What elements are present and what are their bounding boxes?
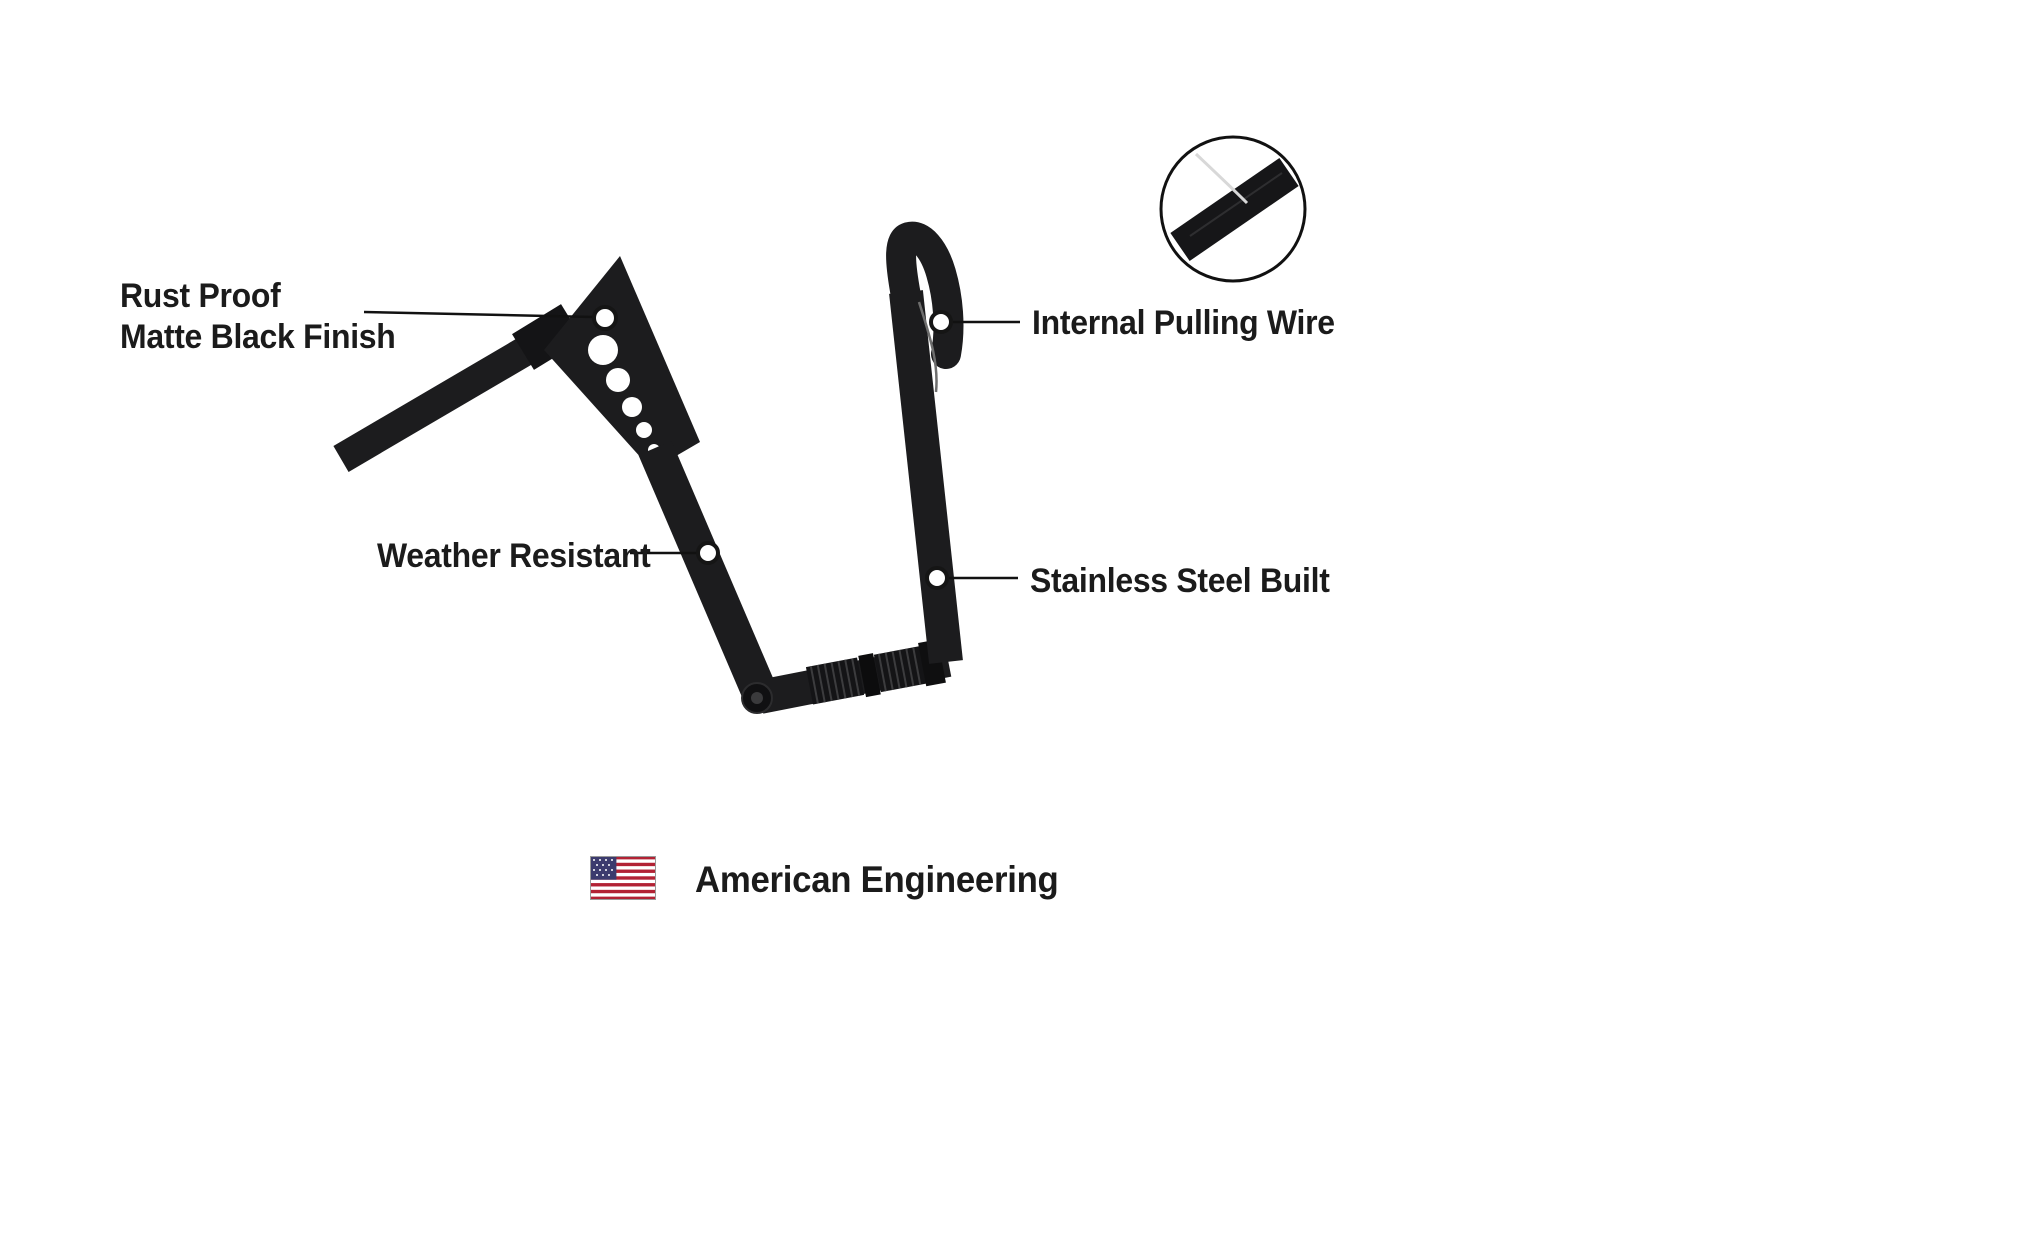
gusset-hole-4 (636, 422, 652, 438)
callout-rust-proof: Rust Proof Matte Black Finish (120, 276, 396, 358)
knurl-line (912, 647, 922, 685)
gusset-hole-1 (588, 335, 618, 365)
knurl-line (844, 659, 854, 698)
callout-internal-wire: Internal Pulling Wire (1032, 304, 1335, 342)
callout-weather: Weather Resistant (377, 537, 651, 575)
marker-weather (696, 541, 720, 565)
knurl-line (830, 662, 840, 700)
knurl-line (905, 648, 915, 687)
right-riser-tube (889, 290, 963, 664)
knurl-right (873, 645, 929, 693)
knurl-line (898, 649, 908, 688)
knurl-line (851, 658, 861, 696)
gusset-hole-3 (622, 397, 642, 417)
us-flag-icon (590, 856, 656, 900)
left-grip-tube (333, 324, 557, 472)
inset-bar-section (1170, 157, 1299, 262)
flag-canton (590, 856, 617, 880)
knurl-line (877, 653, 887, 692)
knurl-line (816, 664, 826, 703)
gusset-hole-2 (606, 368, 630, 392)
callout-rust-proof-line2: Matte Black Finish (120, 318, 396, 356)
gusset-plate (544, 256, 700, 470)
footer-tagline: American Engineering (695, 859, 1059, 900)
knurl-line (809, 666, 819, 704)
callout-stainless: Stainless Steel Built (1030, 562, 1330, 600)
bar-end-hole (751, 692, 763, 704)
callout-rust-proof-line1: Rust Proof (120, 277, 281, 315)
knurl-line (884, 652, 894, 691)
marker-stainless (925, 566, 949, 590)
marker-rust-proof (592, 305, 618, 331)
marker-internal-wire (929, 310, 953, 334)
flag-stars (593, 859, 613, 876)
knurl-line (837, 660, 847, 699)
knurl-left (805, 657, 865, 705)
bar-collar-body (858, 653, 881, 698)
pulling-wire (917, 301, 938, 393)
us-flag-svg (590, 856, 656, 900)
leader-line-rust-proof (363, 310, 594, 319)
flag-stripes (590, 856, 656, 900)
flag-border (590, 856, 656, 900)
left-riser-tube (638, 440, 779, 706)
bar-collar (858, 653, 881, 698)
inset-bar-highlight (1189, 172, 1283, 237)
knurl-line (891, 651, 901, 689)
knurl-line (823, 663, 833, 702)
inset-wire (1194, 152, 1249, 205)
